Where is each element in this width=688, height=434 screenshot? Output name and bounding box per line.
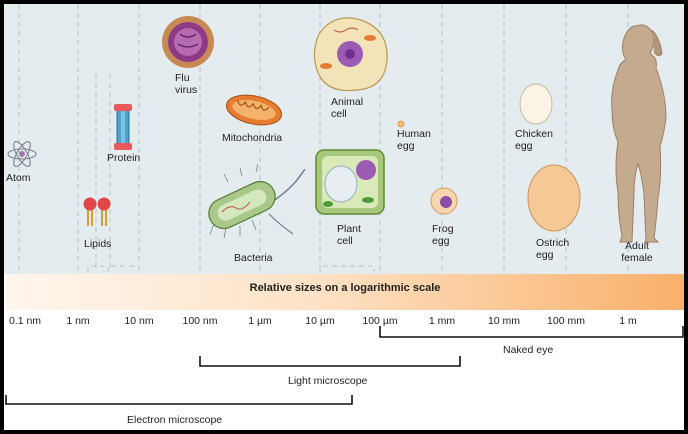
tick-label-1mm: 1 mm [428,315,456,327]
bacteria-label: Bacteria [234,252,273,264]
adult-female-label-line1: Adult [625,240,649,252]
tick-label-1m: 1 m [619,315,637,327]
chicken-egg-label-line2: egg [515,140,533,152]
tick-label-100mm: 100 mm [547,315,585,327]
human-egg-label-line2: egg [397,140,415,152]
light-microscope-label: Light microscope [288,375,368,387]
animal-cell-label: Animal cell [331,96,363,120]
flu-virus-label-line1: Flu [175,72,190,84]
adult-female-label: Adult female [612,240,662,264]
range-brackets [5,326,684,405]
electron-microscope-label: Electron microscope [127,414,223,426]
lipids-icon [83,197,111,226]
ostrich-egg-label-line2: egg [536,249,554,261]
ostrich-egg-label: Ostrich egg [536,237,569,261]
human-egg-label: Human egg [397,128,431,152]
tick-label-10mm: 10 mm [487,315,521,327]
human-egg-icon [397,120,405,128]
frog-egg-label-line1: Frog [432,223,454,235]
mitochondria-label: Mitochondria [222,132,283,144]
band-title: Relative sizes on a logarithmic scale [249,282,441,294]
naked-eye-label: Naked eye [503,344,554,356]
tick-label-1um: 1 µm [248,315,272,327]
tick-label-0.1nm: 0.1 nm [8,315,42,327]
tick-label-10um: 10 µm [305,315,335,327]
atom-icon [7,141,37,167]
protein-icon [114,104,132,150]
tick-label-10nm: 10 nm [124,315,154,327]
tick-label-1nm: 1 nm [66,315,90,327]
flu-virus-icon [162,16,214,68]
tick-label-100um: 100 µm [362,315,398,327]
frog-egg-label: Frog egg [432,223,454,247]
adult-female-label-line2: female [621,252,653,264]
animal-cell-label-line2: cell [331,108,347,120]
log-scale-band: Relative sizes on a logarithmic scale [6,274,684,310]
chicken-egg-label: Chicken egg [515,128,553,152]
ostrich-egg-label-line1: Ostrich [536,237,570,249]
atom-label: Atom [6,172,31,184]
electron-microscope-bracket [5,395,353,405]
plant-cell-label-line1: Plant [337,223,361,235]
flu-virus-label-line2: virus [175,84,198,96]
tick-label-100nm: 100 nm [182,315,218,327]
illustration-layer [5,4,684,405]
adult-female-icon [611,24,667,243]
plant-cell-icon [315,149,385,215]
plant-cell-label-line2: cell [337,235,353,247]
lipids-label: Lipids [84,238,112,250]
ostrich-egg-icon [527,164,581,232]
animal-cell-label-line1: Animal [331,96,364,108]
protein-label: Protein [107,152,141,164]
frog-egg-icon [430,187,458,215]
figure: Atom Lipids Protein Flu virus Mitochondr… [4,4,684,430]
animal-cell-icon [313,17,388,92]
scale-guides [18,4,629,272]
frog-egg-label-line2: egg [432,235,450,247]
mitochondria-icon [225,94,283,126]
chicken-egg-label-line1: Chicken [515,128,553,140]
naked-eye-bracket [379,326,684,338]
plant-cell-label: Plant cell [337,223,361,247]
flu-virus-label: Flu virus [175,72,197,96]
human-egg-label-line1: Human [397,128,431,140]
bacteria-icon [208,163,306,239]
light-microscope-bracket [199,356,461,367]
chicken-egg-icon [519,83,553,125]
